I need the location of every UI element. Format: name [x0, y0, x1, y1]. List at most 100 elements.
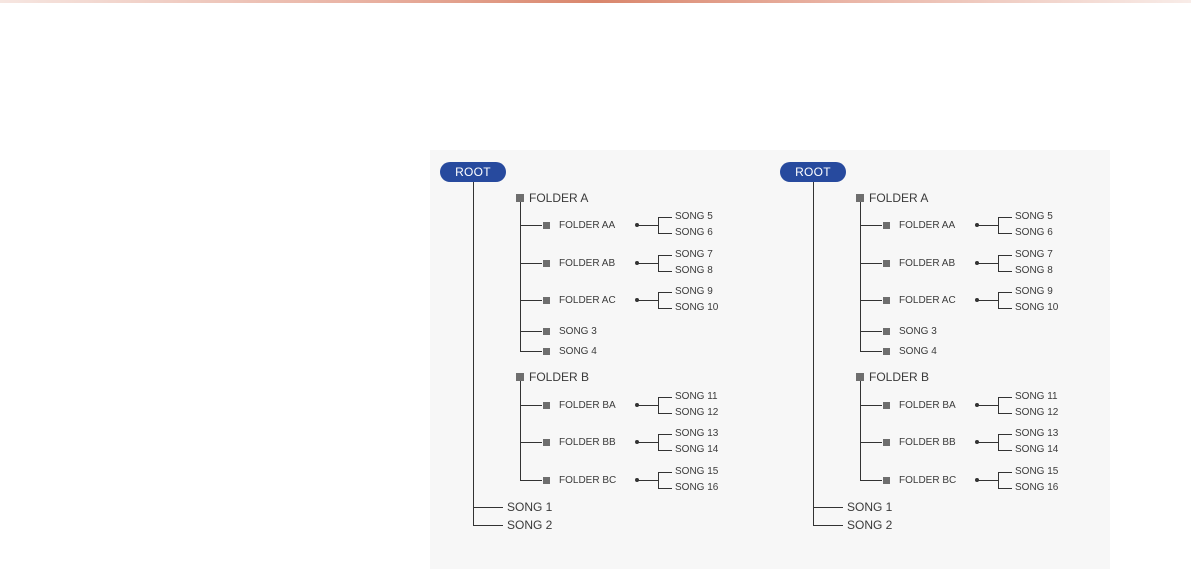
folder-ab-label: FOLDER AB	[559, 258, 616, 269]
song-2-label: SONG 2	[847, 518, 893, 532]
root-node: ROOT	[780, 162, 846, 182]
folder-aa-song-bracket	[658, 217, 659, 234]
folder-bc-dot	[635, 478, 639, 482]
folder-bc-dot	[975, 478, 979, 482]
folder-bc-label: FOLDER BC	[559, 475, 617, 486]
song-connector	[998, 434, 1012, 435]
root-node: ROOT	[440, 162, 506, 182]
song-connector	[998, 271, 1012, 272]
folder-bc-connector	[860, 480, 882, 481]
folder-bb-song-link	[638, 442, 658, 443]
folder-bc-song-bracket	[658, 472, 659, 489]
folder-aa-song-link	[638, 225, 658, 226]
folder-bb-square-icon	[883, 439, 890, 446]
folder-ba-song-bracket	[998, 397, 999, 414]
song-10-label: SONG 10	[675, 302, 719, 313]
song-connector	[658, 255, 672, 256]
folder-ac-square-icon	[883, 297, 890, 304]
root-song-connector	[473, 507, 503, 508]
song-connector	[658, 413, 672, 414]
folder-ab-connector	[520, 263, 542, 264]
folder-ab-song-bracket	[658, 255, 659, 272]
song-15-label: SONG 15	[675, 466, 719, 477]
folder-aa-dot	[975, 223, 979, 227]
folder-tree-diagram-right: ROOT FOLDER A FOLDER AA SONG 5 SONG 6 FO…	[770, 150, 1110, 569]
folder-bc-connector	[520, 480, 542, 481]
song-connector	[998, 308, 1012, 309]
song-3-square-icon	[543, 328, 550, 335]
song-connector	[998, 233, 1012, 234]
folder-ac-song-link	[978, 300, 998, 301]
folder-aa-square-icon	[543, 222, 550, 229]
folder-ab-song-link	[638, 263, 658, 264]
folder-ba-square-icon	[543, 402, 550, 409]
folder-ac-connector	[520, 300, 542, 301]
folder-ac-song-bracket	[998, 292, 999, 309]
song-11-label: SONG 11	[1015, 391, 1058, 402]
folder-ba-song-link	[638, 405, 658, 406]
folder-aa-square-icon	[883, 222, 890, 229]
song-connector	[658, 233, 672, 234]
song-8-label: SONG 8	[1015, 265, 1053, 276]
top-accent-band	[0, 0, 1191, 3]
folder-bc-song-bracket	[998, 472, 999, 489]
folder-ba-dot	[635, 403, 639, 407]
folder-ab-square-icon	[543, 260, 550, 267]
song-connector	[658, 488, 672, 489]
folder-bb-square-icon	[543, 439, 550, 446]
folder-bc-label: FOLDER BC	[899, 475, 957, 486]
root-song-connector	[473, 525, 503, 526]
folder-aa-connector	[860, 225, 882, 226]
folder-ac-label: FOLDER AC	[559, 295, 616, 306]
folder-ab-song-link	[978, 263, 998, 264]
song-15-label: SONG 15	[1015, 466, 1059, 477]
folder-b-label: FOLDER B	[529, 370, 590, 384]
song-4-label: SONG 4	[899, 346, 937, 357]
folder-tree-diagram-left: ROOT FOLDER A FOLDER AA SONG 5 SONG 6 FO…	[430, 150, 770, 569]
song-9-label: SONG 9	[1015, 286, 1053, 297]
song-12-label: SONG 12	[1015, 407, 1059, 418]
song-6-label: SONG 6	[675, 227, 713, 238]
root-song-connector	[813, 507, 843, 508]
folder-ba-song-link	[978, 405, 998, 406]
folder-ab-dot	[635, 261, 639, 265]
folder-ba-song-bracket	[658, 397, 659, 414]
song-connector	[998, 413, 1012, 414]
folder-bb-song-bracket	[658, 434, 659, 451]
folder-ba-connector	[520, 405, 542, 406]
song-4-connector	[520, 351, 542, 352]
song-2-label: SONG 2	[507, 518, 553, 532]
song-4-square-icon	[883, 348, 890, 355]
folder-ab-connector	[860, 263, 882, 264]
folder-ac-song-link	[638, 300, 658, 301]
folder-ac-connector	[860, 300, 882, 301]
folder-ac-dot	[635, 298, 639, 302]
folder-ba-label: FOLDER BA	[899, 400, 956, 411]
folder-ba-square-icon	[883, 402, 890, 409]
song-connector	[658, 472, 672, 473]
folder-a-trunk	[520, 202, 521, 351]
song-3-connector	[520, 331, 542, 332]
root-song-connector	[813, 525, 843, 526]
folder-aa-label: FOLDER AA	[899, 220, 956, 231]
song-4-square-icon	[543, 348, 550, 355]
song-14-label: SONG 14	[1015, 444, 1059, 455]
song-connector	[998, 292, 1012, 293]
song-14-label: SONG 14	[675, 444, 719, 455]
folder-aa-song-bracket	[998, 217, 999, 234]
song-1-label: SONG 1	[507, 500, 553, 514]
folder-b-square-icon	[516, 373, 524, 381]
song-11-label: SONG 11	[675, 391, 718, 402]
song-6-label: SONG 6	[1015, 227, 1053, 238]
folder-bb-label: FOLDER BB	[559, 437, 616, 448]
folder-a-trunk	[860, 202, 861, 351]
folder-b-trunk	[860, 381, 861, 481]
folder-a-label: FOLDER A	[869, 191, 929, 205]
song-connector	[998, 450, 1012, 451]
song-16-label: SONG 16	[675, 482, 719, 493]
song-4-label: SONG 4	[559, 346, 597, 357]
song-connector	[658, 217, 672, 218]
song-7-label: SONG 7	[1015, 249, 1053, 260]
folder-bb-connector	[520, 442, 542, 443]
folder-bc-song-link	[978, 480, 998, 481]
